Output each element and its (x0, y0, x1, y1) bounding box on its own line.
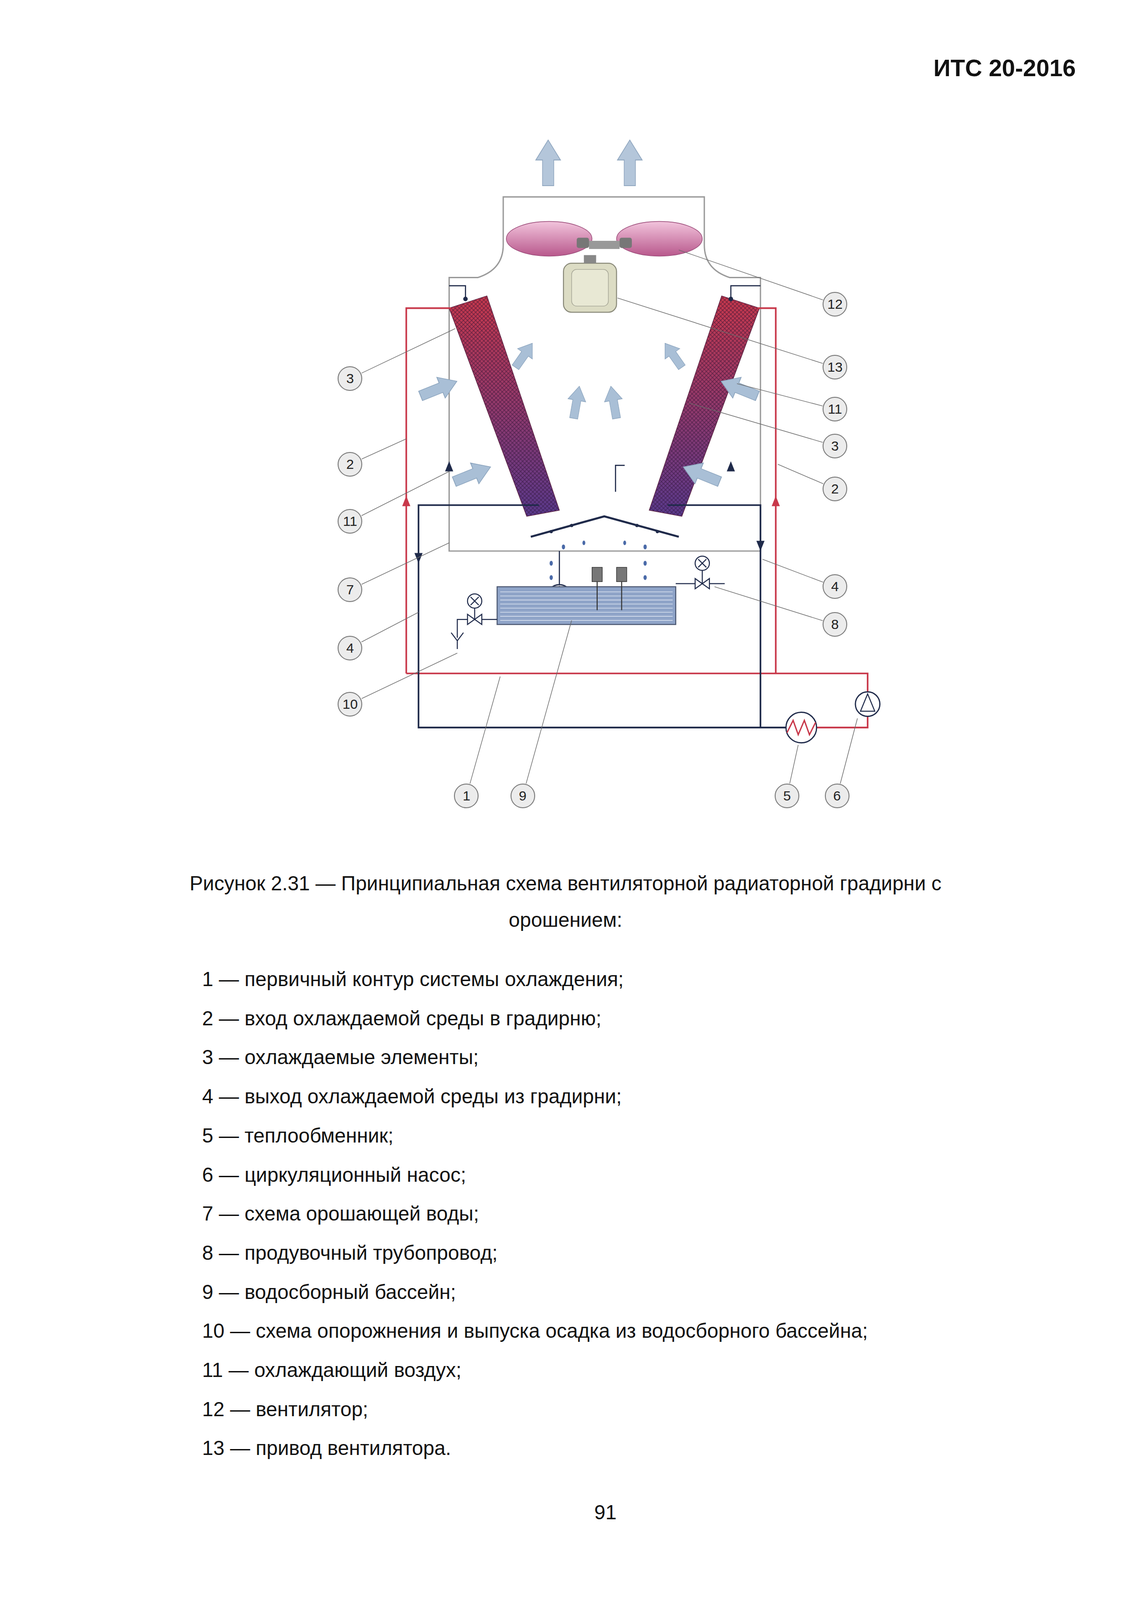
callout-number: 13 (822, 354, 848, 380)
legend-line: 11 — охлаждающий воздух; (202, 1358, 462, 1383)
callout-number: 8 (822, 612, 848, 637)
callout-number: 4 (337, 635, 363, 661)
leader-line (361, 328, 456, 374)
legend-line: 5 — теплообменник; (202, 1124, 394, 1149)
spray-nozzles (463, 297, 734, 534)
callout-number: 2 (337, 452, 363, 477)
exhaust-arrows (535, 140, 642, 186)
blowdown-pipe (675, 556, 725, 589)
leader-line (617, 297, 824, 364)
legend-line: 9 — водосборный бассейн; (202, 1280, 457, 1305)
legend-line: 4 — выход охлаждаемой среды из градирни; (202, 1084, 622, 1110)
callout-number: 12 (822, 291, 848, 317)
leader-line (526, 620, 572, 784)
callout-number: 5 (774, 783, 800, 809)
callout-number: 4 (822, 574, 848, 600)
legend-line: 6 — циркуляционный насос; (202, 1163, 467, 1188)
leader-line (777, 464, 824, 485)
leader-line (469, 676, 501, 784)
spray-water-pipes (448, 285, 761, 585)
legend-line: 3 — охлаждаемые элементы; (202, 1045, 479, 1070)
leader-line (678, 250, 824, 300)
page-header: ИТС 20-2016 (933, 53, 1076, 83)
legend-line: 2 — вход охлаждаемой среды в градирню; (202, 1006, 602, 1032)
leader-line (361, 471, 449, 516)
circuit-pipes (406, 308, 868, 729)
page-number: 91 (594, 1501, 617, 1526)
callout-number: 11 (822, 396, 848, 422)
leader-line (736, 383, 823, 407)
fan-motor (563, 255, 617, 313)
callout-number: 3 (337, 366, 363, 391)
leader-line (361, 653, 458, 699)
callout-number: 1 (453, 783, 479, 809)
leader-line (361, 612, 419, 642)
legend-line: 7 — схема орошающей воды; (202, 1202, 480, 1227)
callout-number: 10 (337, 692, 363, 717)
callout-number: 3 (822, 433, 848, 459)
legend-line: 10 — схема опорожнения и выпуска осадка … (202, 1319, 868, 1344)
callout-number: 11 (337, 509, 363, 534)
leader-line (688, 403, 823, 443)
drain-pipe (451, 594, 498, 650)
callout-number: 7 (337, 577, 363, 603)
callout-number: 9 (510, 783, 536, 809)
leader-line (840, 718, 858, 784)
flow-arrowheads (402, 461, 781, 564)
leader-line (789, 745, 799, 784)
legend-line: 8 — продувочный трубопровод; (202, 1241, 498, 1266)
legend-line: 13 — привод вентилятора. (202, 1436, 452, 1461)
fan (506, 221, 703, 256)
housing-outline (448, 197, 761, 552)
leader-line (361, 438, 407, 459)
callout-number: 6 (824, 783, 850, 809)
leader-line (361, 542, 450, 585)
leader-line (762, 559, 824, 583)
cooled-elements (448, 296, 760, 517)
figure-caption: Рисунок 2.31 — Принципиальная схема вент… (155, 865, 977, 939)
heat-exchanger (786, 712, 817, 744)
circulation-pump (855, 692, 881, 717)
callout-number: 2 (822, 476, 848, 502)
leader-line (714, 586, 823, 621)
air-arrows (416, 338, 762, 492)
legend-line: 12 — вентилятор; (202, 1397, 369, 1423)
water-basin (497, 567, 677, 625)
legend-line: 1 — первичный контур системы охлаждения; (202, 967, 624, 992)
